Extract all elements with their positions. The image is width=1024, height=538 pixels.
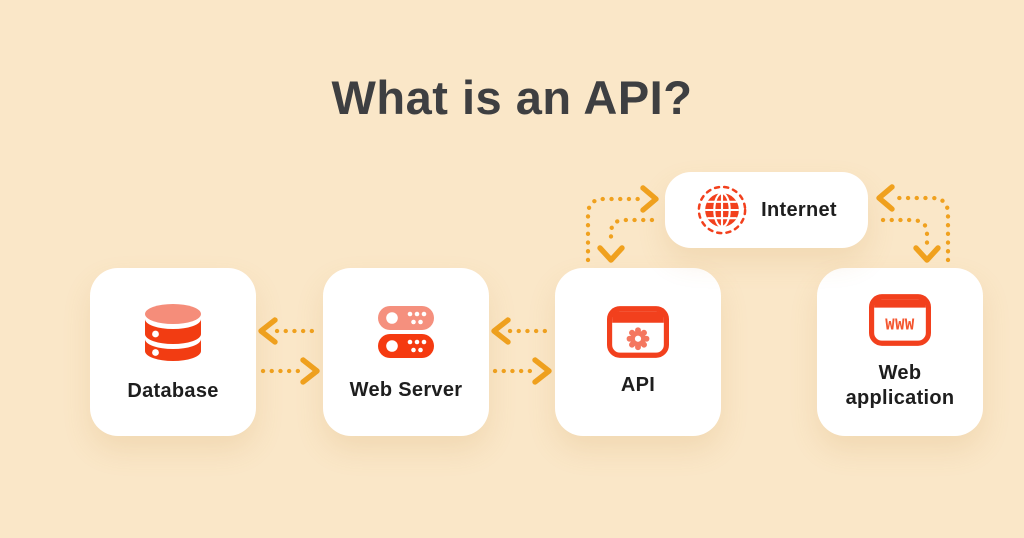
node-web-server: Web Server <box>323 268 489 436</box>
arrow-webapp-to-internet <box>876 184 951 263</box>
arrow-webserver-to-api <box>492 357 552 385</box>
arrow-internet-to-api <box>597 217 655 263</box>
server-stack-icon <box>378 306 434 359</box>
page-title: What is an API? <box>331 71 693 124</box>
node-internet: Internet <box>665 172 868 248</box>
node-web-application: WWW Web application <box>817 268 983 436</box>
arrow-api-to-internet <box>585 185 659 263</box>
gear-glyph <box>626 327 650 351</box>
node-label-web-application: Web application <box>845 362 955 409</box>
node-label-internet: Internet <box>761 198 837 221</box>
globe-dashed-icon <box>697 185 747 235</box>
node-api: API <box>555 268 721 436</box>
www-glyph: WWW <box>885 315 915 333</box>
node-label-api: API <box>620 374 656 397</box>
node-label-web-server: Web Server <box>349 379 463 402</box>
arrow-database-to-webserver <box>260 357 320 385</box>
arrow-api-to-webserver <box>491 317 551 345</box>
node-database: Database <box>90 268 256 436</box>
database-icon <box>145 304 201 362</box>
browser-www-icon: WWW <box>869 294 931 346</box>
arrow-webserver-to-database <box>258 317 319 345</box>
node-label-database: Database <box>127 380 219 403</box>
browser-gear-icon <box>607 306 669 359</box>
arrow-internet-to-webapp <box>880 217 941 263</box>
